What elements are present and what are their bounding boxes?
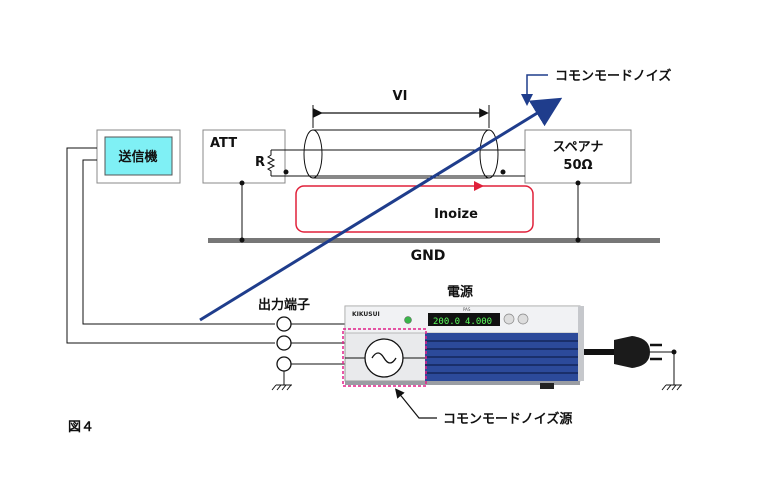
psu-model: PAS xyxy=(463,307,471,312)
plug-ground-wire xyxy=(650,351,675,385)
coax-node-left xyxy=(283,169,289,175)
resistor-label: R xyxy=(255,155,265,170)
att-label: ATT xyxy=(210,136,237,151)
common-mode-noise-label: コモンモードノイズ xyxy=(555,68,671,84)
power-supply-label: 電源 xyxy=(447,284,473,300)
vi-label: VI xyxy=(393,89,408,104)
noise-current-loop xyxy=(295,185,534,233)
wire-transmitter-to-terminal1 xyxy=(82,159,275,325)
att-ground-dot xyxy=(239,237,245,243)
analyzer-bottom-dot xyxy=(575,180,581,186)
coax-node-right xyxy=(500,169,506,175)
noise-loop-arrowhead xyxy=(474,181,484,191)
coax-cable xyxy=(271,129,525,179)
inoize-label: Inoize xyxy=(434,207,478,222)
power-plug xyxy=(614,336,650,368)
output-terminal-2 xyxy=(276,335,292,351)
analyzer-ground-dot xyxy=(575,237,581,243)
noise-source-box xyxy=(342,328,427,387)
output-terminal-1 xyxy=(276,316,292,332)
resistor-symbol xyxy=(266,150,276,176)
output-terminal-3 xyxy=(276,356,292,372)
gnd-label: GND xyxy=(411,248,446,264)
psu-display-current: 4.000 xyxy=(465,317,492,327)
noise-source-pointer xyxy=(394,388,437,419)
psu-display-voltage: 200.0 xyxy=(433,317,460,327)
terminal-ground-icon xyxy=(271,384,292,391)
wire-transmitter-to-terminal2 xyxy=(66,147,275,344)
common-mode-noise-pointer xyxy=(521,74,548,106)
plug-ground-dot xyxy=(671,349,677,355)
transmitter-label: 送信機 xyxy=(117,149,157,165)
analyzer-box xyxy=(524,129,632,184)
ac-wave-icon xyxy=(371,352,397,364)
att-bottom-dot xyxy=(239,180,245,186)
noise-source-label: コモンモードノイズ源 xyxy=(443,411,572,427)
figure-label: 図４ xyxy=(68,420,94,435)
coupling-arrow xyxy=(199,97,563,322)
analyzer-label-line1: スペアナ xyxy=(553,140,604,155)
psu-brand: KIKUSUI xyxy=(352,311,380,318)
analyzer-label-line2: 50Ω xyxy=(563,158,592,173)
gnd-bar xyxy=(208,238,660,243)
transmitter-box xyxy=(104,136,173,176)
plug-ground-icon xyxy=(661,384,682,391)
output-terminal-label: 出力端子 xyxy=(258,297,310,313)
